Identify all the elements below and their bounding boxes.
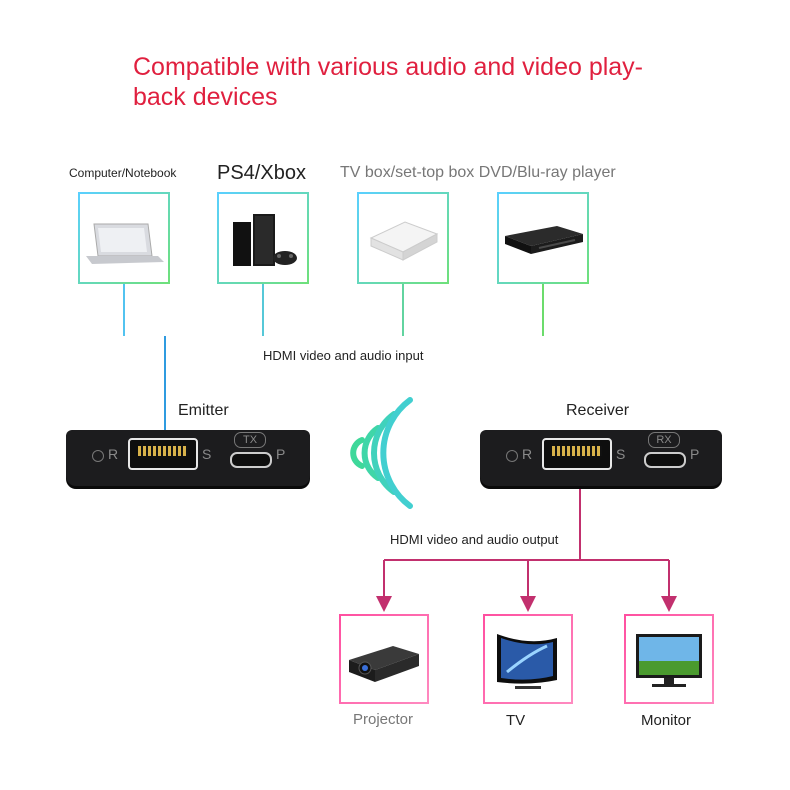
source-box-computer	[78, 192, 170, 284]
output-label-projector: Projector	[353, 711, 414, 728]
source-label-tvbox: TV box/set-top box DVD/Blu-ray player	[340, 164, 616, 181]
receiver-rx-badge: RX	[648, 432, 680, 448]
emitter-device: R S TX P	[66, 430, 310, 486]
receiver-hdmi-port	[542, 438, 612, 470]
output-box-projector	[339, 614, 429, 704]
receiver-led	[506, 450, 518, 462]
receiver-s-label: S	[616, 446, 626, 462]
source-box-console	[217, 192, 309, 284]
receiver-usbc-port	[644, 452, 686, 468]
bluray-player-icon	[505, 226, 583, 254]
emitter-s-label: S	[202, 446, 212, 462]
input-label: HDMI video and audio input	[263, 348, 424, 363]
output-label-tv: TV	[506, 712, 526, 729]
receiver-device: R S RX P	[480, 430, 722, 486]
emitter-tx-badge: TX	[234, 432, 266, 448]
laptop-icon	[86, 223, 164, 264]
receiver-title: Receiver	[566, 402, 630, 419]
game-console-icon	[233, 214, 297, 266]
output-label-monitor: Monitor	[641, 712, 692, 729]
source-box-tvbox	[357, 192, 449, 284]
tv-box-icon	[369, 221, 439, 261]
receiver-r-label: R	[522, 446, 533, 462]
emitter-p-label: P	[276, 446, 286, 462]
emitter-hdmi-port	[128, 438, 198, 470]
source-label-computer: Computer/Notebook	[69, 166, 177, 180]
emitter-title: Emitter	[178, 402, 229, 419]
monitor-icon	[636, 634, 702, 687]
emitter-led	[92, 450, 104, 462]
receiver-p-label: P	[690, 446, 700, 462]
tv-icon	[497, 634, 557, 689]
source-box-bluray	[497, 192, 589, 284]
emitter-usbc-port	[230, 452, 272, 468]
output-box-monitor	[624, 614, 714, 704]
source-label-console: PS4/Xbox	[217, 162, 306, 184]
output-label: HDMI video and audio output	[390, 532, 559, 547]
headline: Compatible with various audio and video …	[133, 53, 644, 111]
output-box-tv	[483, 614, 573, 704]
wireless-signal-icon	[350, 397, 413, 509]
emitter-r-label: R	[108, 446, 119, 462]
projector-icon	[349, 646, 419, 682]
